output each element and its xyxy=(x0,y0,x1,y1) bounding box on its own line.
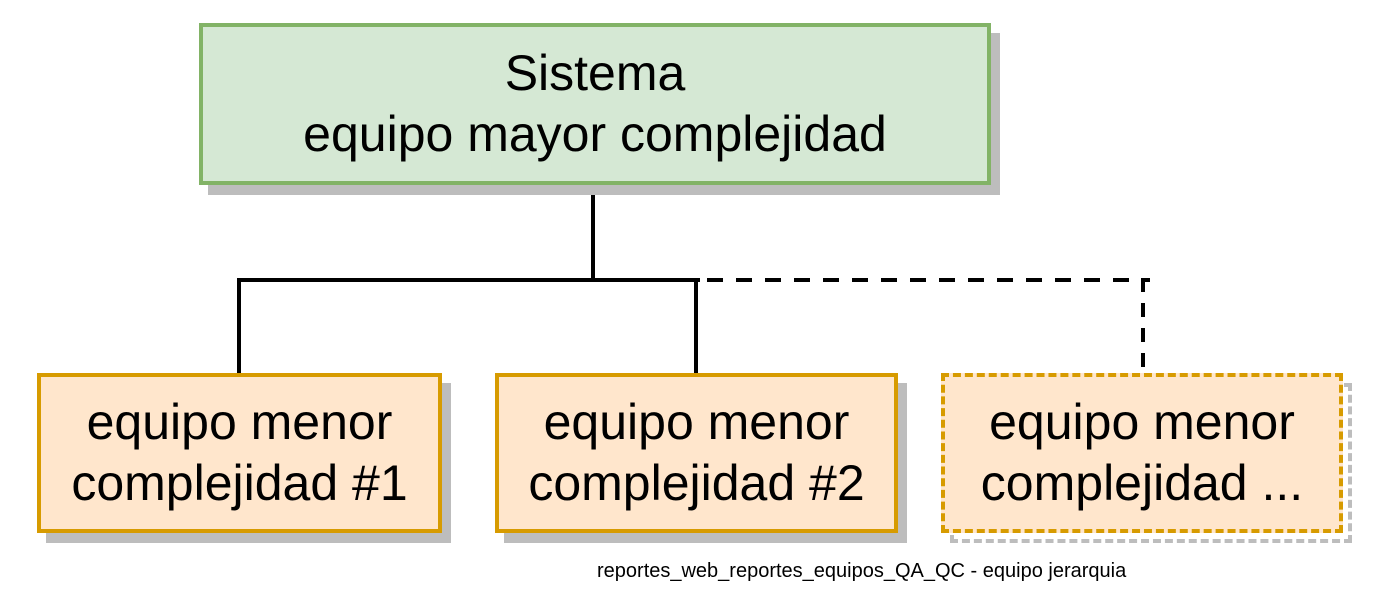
node-label-line: equipo menor xyxy=(86,394,393,450)
node-equipo-menor-2: equipo menor complejidad #2 xyxy=(495,373,898,533)
node-equipo-menor-1: equipo menor complejidad #1 xyxy=(37,373,442,533)
diagram-caption: reportes_web_reportes_equipos_QA_QC - eq… xyxy=(597,560,1127,582)
node-label-line: complejidad #2 xyxy=(528,455,865,511)
node-label-line: complejidad ... xyxy=(980,455,1304,511)
node-sistema: Sistema equipo mayor complejidad xyxy=(199,23,991,185)
node-label-line: Sistema xyxy=(504,45,686,101)
node-label-line: complejidad #1 xyxy=(71,455,408,511)
node-label-line: equipo menor xyxy=(989,394,1295,450)
node-equipo-menor-3: equipo menor complejidad ... xyxy=(941,373,1343,533)
node-label-line: equipo menor xyxy=(543,394,850,450)
node-label-line: equipo mayor complejidad xyxy=(303,106,887,162)
